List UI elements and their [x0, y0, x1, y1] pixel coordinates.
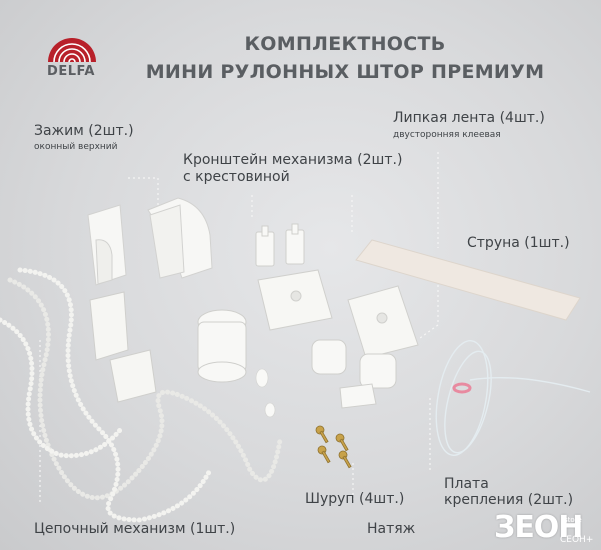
watermark-brand: ЗЕОН [494, 510, 583, 545]
label-tensioner: Натяж [367, 521, 416, 537]
title-line-2: МИНИ РУЛОННЫХ ШТОР ПРЕМИУМ [145, 61, 545, 83]
label-tape: Липкая лента (4шт.) [393, 110, 545, 126]
watermark-bottom: СЕОН+ [560, 535, 594, 545]
label-tape-sub: двусторонняя клеевая [393, 130, 501, 140]
page-title: КОМПЛЕКТНОСТЬ МИНИ РУЛОННЫХ ШТОР ПРЕМИУМ [120, 30, 570, 86]
clamp-part [87, 197, 213, 286]
watermark-top: store [564, 516, 582, 524]
label-clamp-sub: оконный верхний [34, 142, 118, 152]
label-bracket-line-1: Кронштейн механизма (2шт.) [183, 152, 403, 168]
label-plate-line-1: Плата [444, 476, 489, 492]
logo-text: DELFA [47, 64, 95, 79]
label-chain: Цепочный механизм (1шт.) [34, 521, 236, 537]
label-clamp: Зажим (2шт.) [34, 123, 134, 139]
delfa-logo: DELFA [36, 24, 106, 86]
label-plate-line-2: крепления (2шт.) [444, 492, 574, 508]
label-string: Струна (1шт.) [467, 235, 570, 251]
label-bracket-line-2: с крестовиной [183, 169, 290, 185]
watermark: ЗЕОН store СЕОН+ [488, 508, 601, 550]
label-screw: Шуруп (4шт.) [305, 491, 405, 507]
title-line-1: КОМПЛЕКТНОСТЬ [244, 33, 446, 55]
logo-arcs-icon [48, 38, 96, 63]
